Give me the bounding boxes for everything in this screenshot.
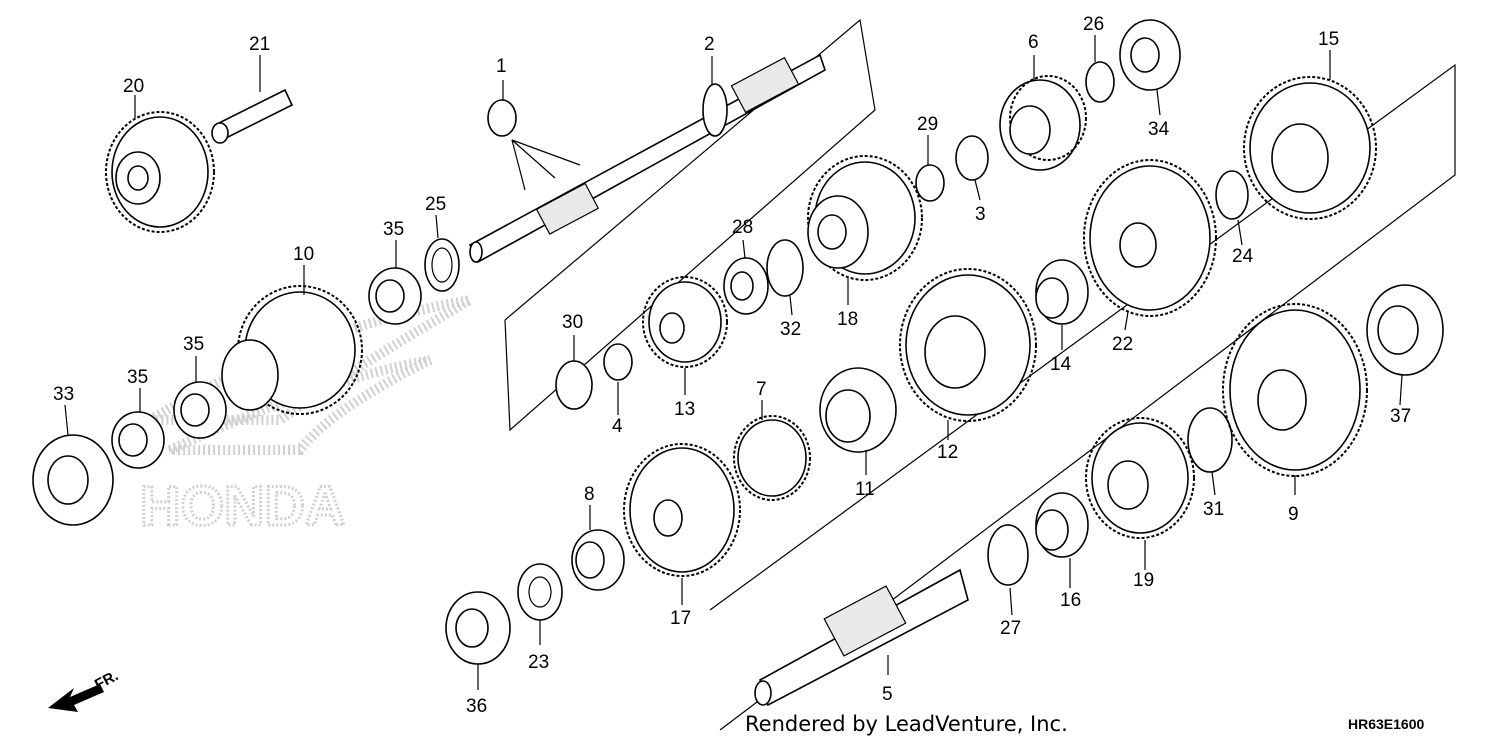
callout-37: 37 — [1390, 406, 1411, 427]
callout-34: 34 — [1148, 119, 1170, 140]
bushing-part-14[interactable] — [1035, 259, 1089, 325]
callout-33: 33 — [53, 384, 74, 405]
callout-20: 20 — [123, 76, 144, 97]
callout-32: 32 — [780, 319, 801, 340]
callout-2: 2 — [704, 34, 715, 55]
bushing-part-3[interactable] — [955, 135, 989, 181]
callout-19: 19 — [1133, 570, 1154, 591]
gear-part-17[interactable] — [623, 443, 741, 577]
washer-part-27[interactable] — [987, 524, 1029, 586]
washer-part-31[interactable] — [1187, 407, 1233, 473]
callout-35b: 35 — [183, 334, 204, 355]
mainshaft[interactable] — [468, 53, 826, 264]
bearing-part-28[interactable] — [723, 257, 769, 315]
callout-35c: 35 — [127, 367, 148, 388]
diagram-code: HR63E1600 — [1348, 716, 1425, 732]
front-arrow-icon: FR. — [48, 667, 121, 712]
leader-line — [511, 139, 526, 191]
callout-6: 6 — [1028, 32, 1039, 53]
callout-24: 24 — [1232, 246, 1254, 267]
washer-part-29[interactable] — [915, 164, 945, 202]
callout-35a: 35 — [383, 219, 404, 240]
gear-part-19[interactable] — [1085, 417, 1195, 539]
callout-18: 18 — [837, 309, 858, 330]
callout-10: 10 — [293, 244, 314, 265]
gear-part-18[interactable] — [807, 155, 923, 281]
callout-9: 9 — [1288, 504, 1299, 525]
callout-25: 25 — [425, 194, 446, 215]
callout-36: 36 — [466, 696, 487, 717]
bearing-part-36[interactable] — [445, 591, 511, 665]
bearing-part-33[interactable] — [32, 434, 114, 526]
leader-lines — [64, 35, 1403, 690]
washer-part-30[interactable] — [555, 360, 593, 410]
leader-line — [511, 139, 556, 179]
callout-numbers: 1 2 3 4 5 6 7 8 9 10 11 12 13 14 15 16 1… — [53, 14, 1411, 717]
callout-5: 5 — [882, 684, 893, 705]
callout-11: 11 — [855, 479, 875, 500]
gear-part-12[interactable] — [899, 268, 1037, 422]
callout-23: 23 — [528, 652, 549, 673]
needle-bearing-part-35[interactable] — [111, 411, 165, 469]
callout-15: 15 — [1318, 29, 1339, 50]
bushing-part-16[interactable] — [1035, 492, 1089, 558]
gear-part-20[interactable] — [105, 111, 215, 233]
needle-bearing-part-35[interactable] — [368, 267, 422, 325]
leader-line — [511, 139, 581, 166]
countershaft-group-frame — [709, 63, 1456, 731]
shaft-part-21[interactable] — [211, 88, 294, 144]
callout-16: 16 — [1060, 590, 1081, 611]
washer-part-25[interactable] — [424, 238, 460, 292]
gear-part-7[interactable] — [733, 415, 811, 501]
gear-part-15[interactable] — [1243, 76, 1377, 220]
svg-text:HONDA: HONDA — [140, 474, 345, 537]
callout-3: 3 — [975, 204, 986, 225]
gear-part-22[interactable] — [1083, 159, 1217, 317]
callout-26: 26 — [1083, 14, 1104, 35]
callout-7: 7 — [756, 379, 767, 400]
callout-29: 29 — [917, 114, 938, 135]
callout-22: 22 — [1112, 334, 1133, 355]
bearing-part-8[interactable] — [571, 529, 625, 591]
callout-4: 4 — [612, 416, 623, 437]
countershaft-part-5[interactable] — [754, 568, 969, 707]
callout-28: 28 — [732, 217, 753, 238]
needle-bearing-part-35[interactable] — [173, 381, 227, 439]
bearing-part-37[interactable] — [1366, 284, 1444, 376]
callout-31: 31 — [1203, 499, 1224, 520]
callout-21: 21 — [249, 34, 270, 55]
gear-part-10[interactable] — [221, 285, 363, 415]
mainshaft-group-frame — [504, 18, 876, 432]
callout-8: 8 — [584, 484, 595, 505]
washer-part-24[interactable] — [1215, 170, 1249, 220]
callout-13: 13 — [674, 399, 695, 420]
gear-part-13[interactable] — [642, 276, 728, 368]
callout-14: 14 — [1050, 354, 1072, 375]
washer-part-26[interactable] — [1085, 61, 1115, 103]
gear-part-11[interactable] — [819, 367, 897, 453]
callout-1: 1 — [496, 56, 507, 77]
callout-30: 30 — [562, 312, 583, 333]
gear-part-6[interactable] — [999, 75, 1087, 171]
ring-part-1[interactable] — [487, 99, 517, 137]
callout-27: 27 — [1000, 618, 1021, 639]
bushing-part-4[interactable] — [603, 343, 633, 381]
callout-17: 17 — [670, 608, 691, 629]
callout-12: 12 — [937, 442, 958, 463]
gear-part-9[interactable] — [1222, 303, 1368, 477]
circlip-part-32[interactable] — [766, 239, 804, 297]
bearing-part-34[interactable] — [1119, 19, 1181, 91]
footer-credit: Rendered by LeadVenture, Inc. — [745, 712, 1068, 736]
washer-part-23[interactable] — [517, 563, 563, 621]
